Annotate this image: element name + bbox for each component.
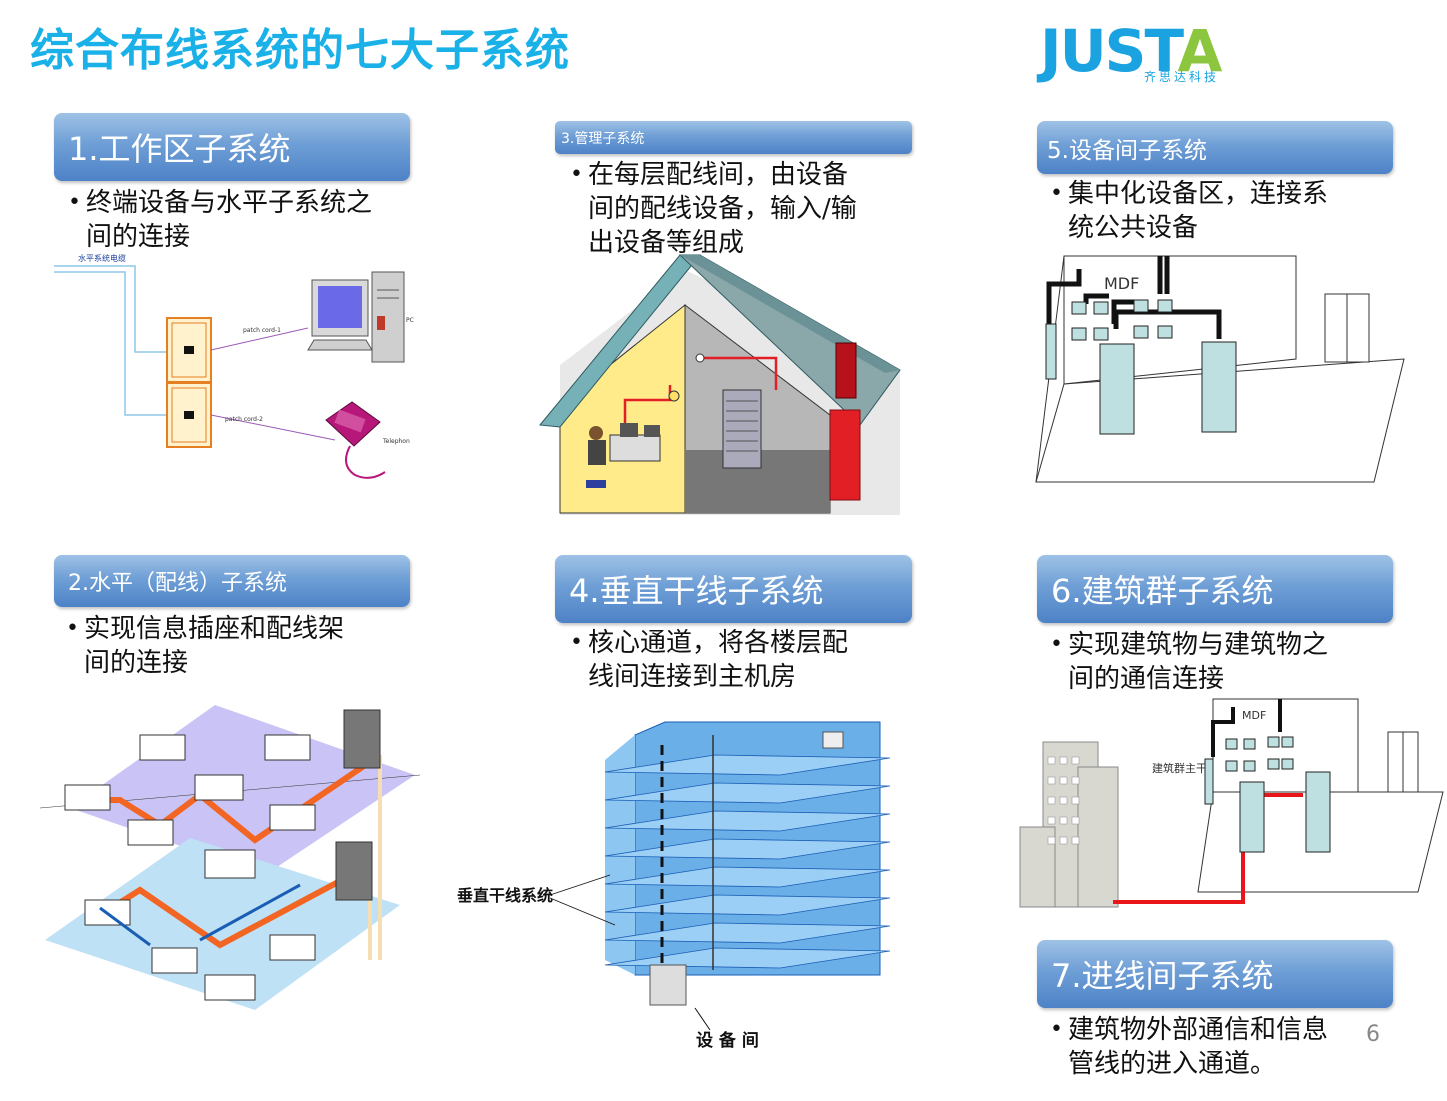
bullet-work-area: •终端设备与水平子系统之间的连接 xyxy=(68,188,373,252)
page-title: 综合布线系统的七大子系统 xyxy=(30,25,570,76)
page-number: 6 xyxy=(1366,1022,1380,1047)
mdf-label-5: MDF xyxy=(1104,274,1139,293)
bullet-entrance: •建筑物外部通信和信息管线的进入通道。 xyxy=(1050,1015,1329,1079)
bullet-management: •在每层配线间，由设备间的配线设备，输入/输出设备等组成 xyxy=(570,160,857,258)
vertical-diagram: 垂直干线系统 设 备 间 xyxy=(457,721,891,1051)
horizontal-diagram xyxy=(39,705,421,1010)
bullet-vertical: •核心通道，将各楼层配线间连接到主机房 xyxy=(570,628,849,692)
header-horizontal: 2.水平（配线）子系统 xyxy=(54,555,410,607)
company-logo: JUSTA 齐思达科技 xyxy=(1040,18,1270,90)
header-entrance: 7.进线间子系统 xyxy=(1037,940,1393,1008)
equipment-room-diagram: MDF xyxy=(1035,255,1405,483)
work-area-diagram: 水平系统电缆 patch cord-1 patch cord-2 PC Tele… xyxy=(54,253,414,479)
equipment-room-label: 设 备 间 xyxy=(696,1030,759,1051)
header-vertical: 4.垂直干线子系统 xyxy=(555,555,912,623)
equipment-rack-icon xyxy=(649,964,687,1006)
patch-cord-1-label: patch cord-1 xyxy=(243,327,281,334)
header-work-area: 1.工作区子系统 xyxy=(54,113,410,181)
pc-label: PC xyxy=(406,317,414,324)
header-campus: 6.建筑群子系统 xyxy=(1037,555,1393,623)
header-management: 3.管理子系统 xyxy=(555,121,912,154)
header-equipment-room: 5.设备间子系统 xyxy=(1037,121,1393,174)
bullet-horizontal: •实现信息插座和配线架间的连接 xyxy=(66,614,345,678)
horizontal-cable-label: 水平系统电缆 xyxy=(78,253,126,263)
pc-icon xyxy=(307,271,405,363)
rack-cabinet-2 xyxy=(1201,341,1237,433)
logo-wordmark: JUSTA xyxy=(1040,17,1222,85)
telephone-label: Telephon xyxy=(382,438,410,445)
management-diagram xyxy=(539,254,901,515)
campus-trunk-label: 建筑群主干 xyxy=(1152,761,1207,775)
mdf-label-6: MDF xyxy=(1242,709,1266,722)
riser-label: 垂直干线系统 xyxy=(457,886,553,905)
campus-diagram: MDF 建筑群主干 xyxy=(1019,698,1444,908)
logo-chinese-name: 齐思达科技 xyxy=(1144,70,1220,84)
bullet-equipment-room: •集中化设备区，连接系统公共设备 xyxy=(1050,179,1329,243)
telephone-icon xyxy=(325,401,386,479)
patch-cord-2-label: patch cord-2 xyxy=(225,416,263,423)
rack-cabinet-1 xyxy=(1099,343,1135,435)
bullet-campus: •实现建筑物与建筑物之间的通信连接 xyxy=(1050,630,1329,694)
